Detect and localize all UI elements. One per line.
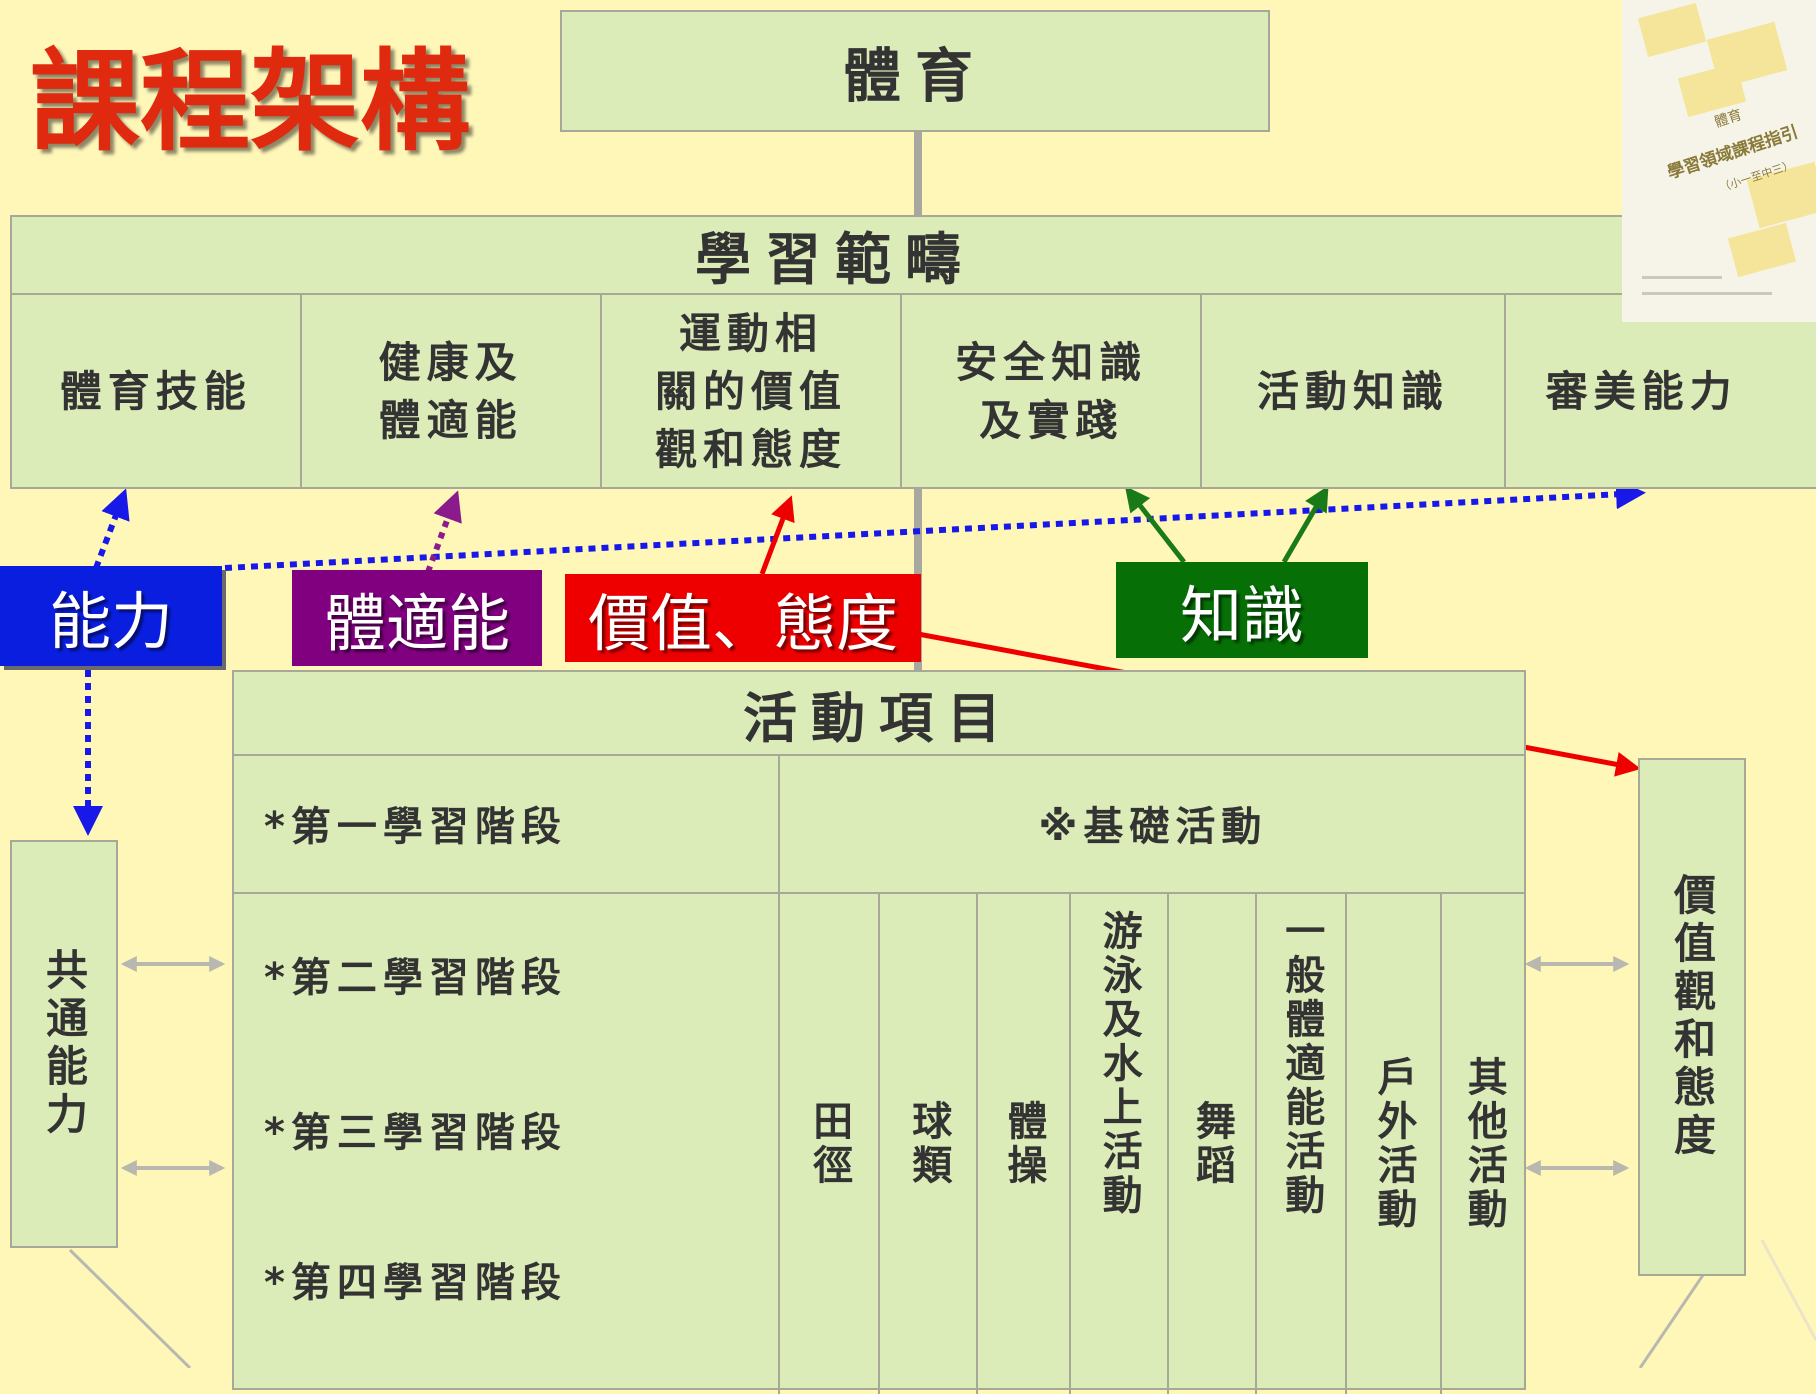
activity-dance: 舞蹈 xyxy=(1169,894,1258,1394)
activity-gymnastics: 體操 xyxy=(978,894,1071,1394)
tag-values: 價值、態度 xyxy=(565,574,921,662)
scope-header: 學習範疇 xyxy=(12,217,1816,295)
activity-athletics: 田徑 xyxy=(780,894,881,1394)
activity-outdoor: 戶外活動 xyxy=(1347,894,1442,1394)
activities-box: 活動項目 *第一學習階段 *第二學習階段 *第三學習階段 *第四學習階段 ※基礎… xyxy=(232,670,1526,1394)
stages-column: *第一學習階段 *第二學習階段 *第三學習階段 *第四學習階段 xyxy=(234,754,780,1394)
scope-item-values: 運動相 關的價值 觀和態度 xyxy=(602,295,903,489)
stage-1: *第一學習階段 xyxy=(234,754,778,894)
activity-others: 其他活動 xyxy=(1460,1056,1507,1232)
stage-2: *第二學習階段 xyxy=(264,955,567,1001)
tag-fitness: 體適能 xyxy=(292,570,542,666)
tag-knowledge: 知識 xyxy=(1116,562,1368,658)
values-arrow-up xyxy=(759,495,795,575)
ability-arrow-to-scope xyxy=(224,479,1646,571)
fitness-arrow xyxy=(425,490,462,574)
activity-swimming: 游泳及水上活動 xyxy=(1071,894,1169,1394)
scope-items: 體育技能 健康及 體適能 運動相 關的價值 觀和態度 安全知識 及實踐 活動知識… xyxy=(12,295,1816,489)
activities-header: 活動項目 xyxy=(234,672,1524,756)
top-box-label: 體育 xyxy=(842,42,987,110)
scope-item-aesthetics: 審美能力 xyxy=(1545,367,1738,416)
activity-ball-games: 球類 xyxy=(880,894,979,1394)
knowledge-arrow-left xyxy=(1124,486,1186,564)
stage-3: *第三學習階段 xyxy=(264,1110,567,1156)
basic-activities-header: ※基礎活動 xyxy=(780,754,1526,894)
scope-item-skills: 體育技能 xyxy=(12,295,302,489)
scope-item-safety: 安全知識 及實踐 xyxy=(902,295,1203,489)
tag-ability: 能力 xyxy=(0,566,222,666)
stage-4: *第四學習階段 xyxy=(264,1260,567,1306)
knowledge-arrow-right xyxy=(1281,485,1329,564)
ability-arrow-up xyxy=(93,488,130,570)
activity-general-fitness: 一般體適能活動 xyxy=(1257,894,1348,1394)
scope-box: 學習範疇 體育技能 健康及 體適能 運動相 關的價值 觀和態度 安全知識 及實踐… xyxy=(10,215,1816,489)
top-box: 體育 xyxy=(560,10,1270,132)
generic-skills-box: 共通能力 xyxy=(10,840,118,1248)
slide-title: 課程架構 xyxy=(30,38,470,166)
activity-types: 田徑 球類 體操 游泳及水上活動 舞蹈 一般體適能活動 戶外活動 其他活動 xyxy=(780,894,1526,1394)
scope-item-fitness: 健康及 體適能 xyxy=(302,295,602,489)
values-attitudes-box: 價值觀和態度 xyxy=(1638,758,1746,1276)
scope-item-knowledge: 活動知識 xyxy=(1202,295,1506,489)
book-cover-image: 體育 學習領域課程指引 （小一至中三） xyxy=(1622,0,1816,322)
